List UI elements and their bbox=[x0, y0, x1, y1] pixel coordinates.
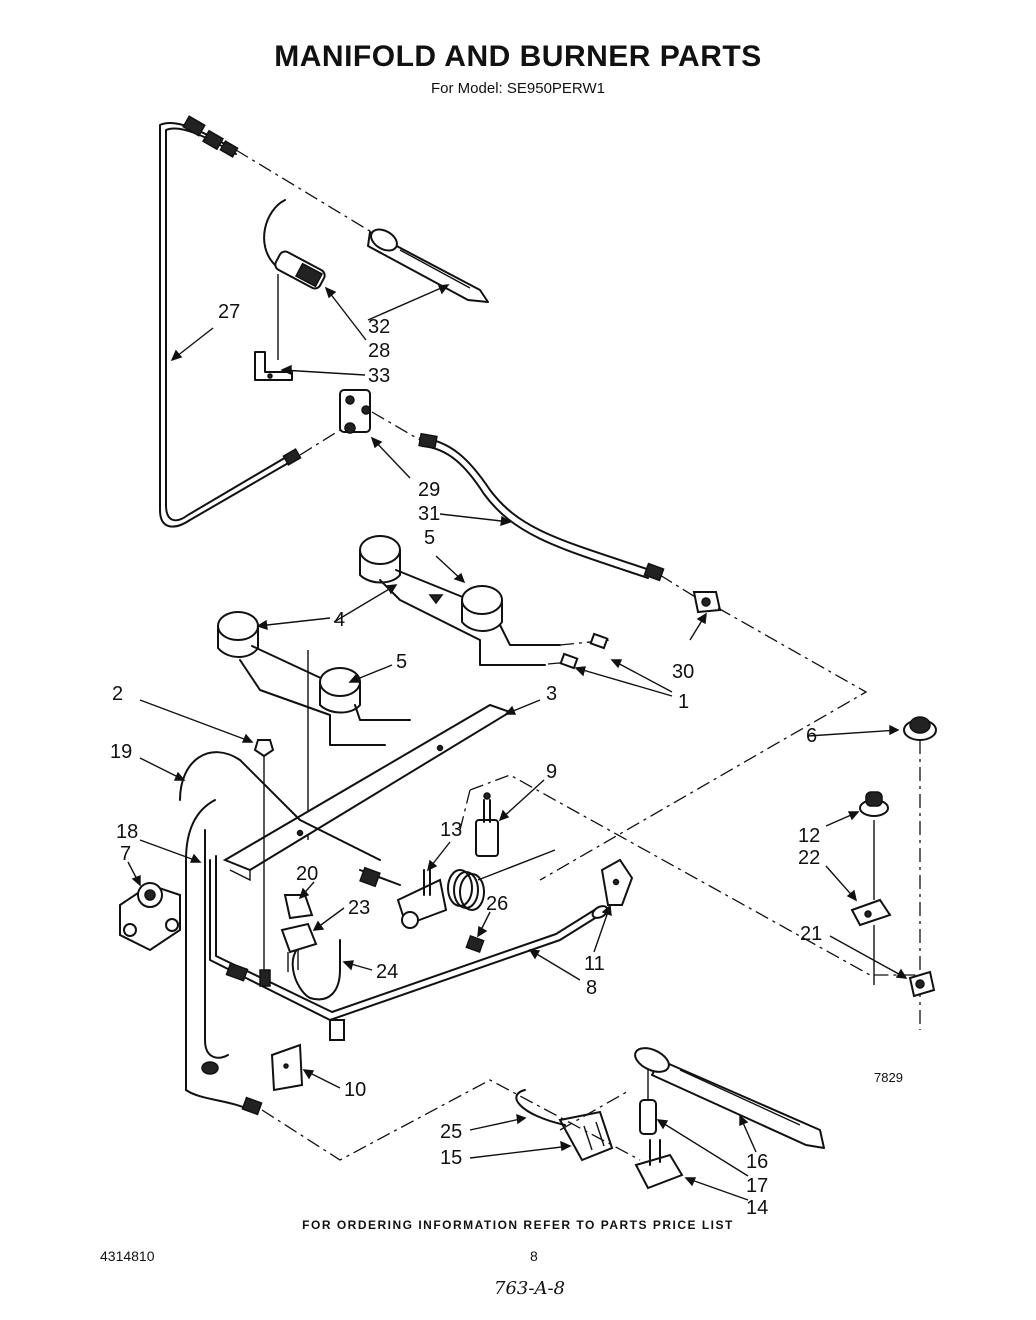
callout-23: 23 bbox=[348, 897, 370, 919]
orifice-hood-a bbox=[589, 632, 609, 650]
callout-13: 13 bbox=[440, 819, 462, 841]
callout-30: 30 bbox=[672, 661, 694, 683]
orifice-fitting-30 bbox=[692, 591, 722, 614]
callout-12: 12 bbox=[798, 825, 820, 847]
callout-3: 3 bbox=[546, 683, 557, 705]
callout-31: 31 bbox=[418, 503, 440, 525]
figure-code: 7829 bbox=[874, 1070, 903, 1085]
callout-27: 27 bbox=[218, 301, 240, 323]
manifold-tube-18 bbox=[201, 829, 401, 1075]
callout-5b: 5 bbox=[396, 651, 407, 673]
handwritten-note: 763-A-8 bbox=[494, 1278, 565, 1299]
control-knob-12 bbox=[859, 791, 889, 817]
orifice-fitting-lower bbox=[225, 962, 271, 987]
pilot-tube-25 bbox=[515, 1089, 566, 1126]
safety-valve-bracket-11 bbox=[600, 858, 634, 906]
callout-10: 10 bbox=[344, 1079, 366, 1101]
pilot-burner-15 bbox=[558, 1110, 614, 1162]
callout-14: 14 bbox=[746, 1197, 768, 1219]
supply-tube-31 bbox=[418, 432, 665, 582]
pressure-regulator-upper bbox=[339, 389, 371, 434]
callout-19: 19 bbox=[110, 741, 132, 763]
surface-burner-front-pair bbox=[217, 611, 411, 840]
burner-tube-16 bbox=[634, 1047, 825, 1149]
nut-2 bbox=[253, 739, 275, 985]
surface-burner-rear-pair bbox=[359, 535, 561, 666]
callout-11: 11 bbox=[584, 953, 605, 975]
ignitor-17 bbox=[639, 1070, 657, 1135]
callout-28: 28 bbox=[368, 340, 390, 362]
callout-labels: 27 32 28 33 29 31 5 30 1 4 5 2 3 19 9 6 … bbox=[110, 301, 822, 1219]
manifold-clamp bbox=[329, 1019, 345, 1041]
wire-assembly-24 bbox=[291, 939, 341, 1001]
callout-7: 7 bbox=[120, 843, 131, 865]
thermostat-bulb-coil bbox=[447, 849, 556, 911]
callout-9: 9 bbox=[546, 761, 557, 783]
leader-lines bbox=[127, 284, 908, 1201]
model-subtitle: For Model: SE950PERW1 bbox=[431, 80, 605, 97]
manifold-pipe-8 bbox=[209, 855, 609, 1041]
callout-8: 8 bbox=[586, 977, 597, 999]
callout-18: 18 bbox=[116, 821, 138, 843]
ignitor-bracket-20 bbox=[283, 894, 314, 920]
page-title: MANIFOLD AND BURNER PARTS bbox=[274, 40, 762, 73]
valve-9 bbox=[475, 792, 499, 857]
callout-29: 29 bbox=[418, 479, 440, 501]
callout-32: 32 bbox=[368, 316, 390, 338]
valve-21 bbox=[908, 970, 936, 998]
ignitor-assembly bbox=[263, 199, 326, 360]
callout-33: 33 bbox=[368, 365, 390, 387]
thermostat-mount-26 bbox=[465, 935, 485, 953]
broil-burner-tube bbox=[367, 228, 489, 303]
callout-25: 25 bbox=[440, 1121, 462, 1143]
pilot-assembly-14 bbox=[634, 1139, 684, 1190]
document-number: 4314810 bbox=[100, 1248, 155, 1264]
ignitor-bracket bbox=[254, 351, 293, 381]
pressure-regulator-7 bbox=[119, 882, 181, 952]
page-number: 8 bbox=[530, 1248, 538, 1264]
callout-17: 17 bbox=[746, 1175, 768, 1197]
callout-21: 21 bbox=[800, 923, 822, 945]
bracket-10 bbox=[270, 1043, 304, 1092]
orifice-hood-b bbox=[559, 652, 579, 670]
valve-bracket-22 bbox=[850, 898, 892, 927]
ordering-note: FOR ORDERING INFORMATION REFER TO PARTS … bbox=[302, 1218, 734, 1232]
control-knob-6 bbox=[903, 716, 937, 741]
callout-24: 24 bbox=[376, 961, 398, 983]
callout-22: 22 bbox=[798, 847, 820, 869]
callout-20: 20 bbox=[296, 863, 318, 885]
gas-line-19 bbox=[179, 751, 381, 1116]
callout-2: 2 bbox=[112, 683, 123, 705]
callout-4: 4 bbox=[334, 609, 345, 631]
oven-feed-tube bbox=[159, 115, 302, 528]
oven-valve-13 bbox=[396, 869, 448, 929]
callout-5a: 5 bbox=[424, 527, 435, 549]
callout-16: 16 bbox=[746, 1151, 768, 1173]
callout-1: 1 bbox=[678, 691, 689, 713]
callout-15: 15 bbox=[440, 1147, 462, 1169]
callout-26: 26 bbox=[486, 893, 508, 915]
callout-6: 6 bbox=[806, 725, 817, 747]
spark-module-23 bbox=[280, 922, 318, 972]
